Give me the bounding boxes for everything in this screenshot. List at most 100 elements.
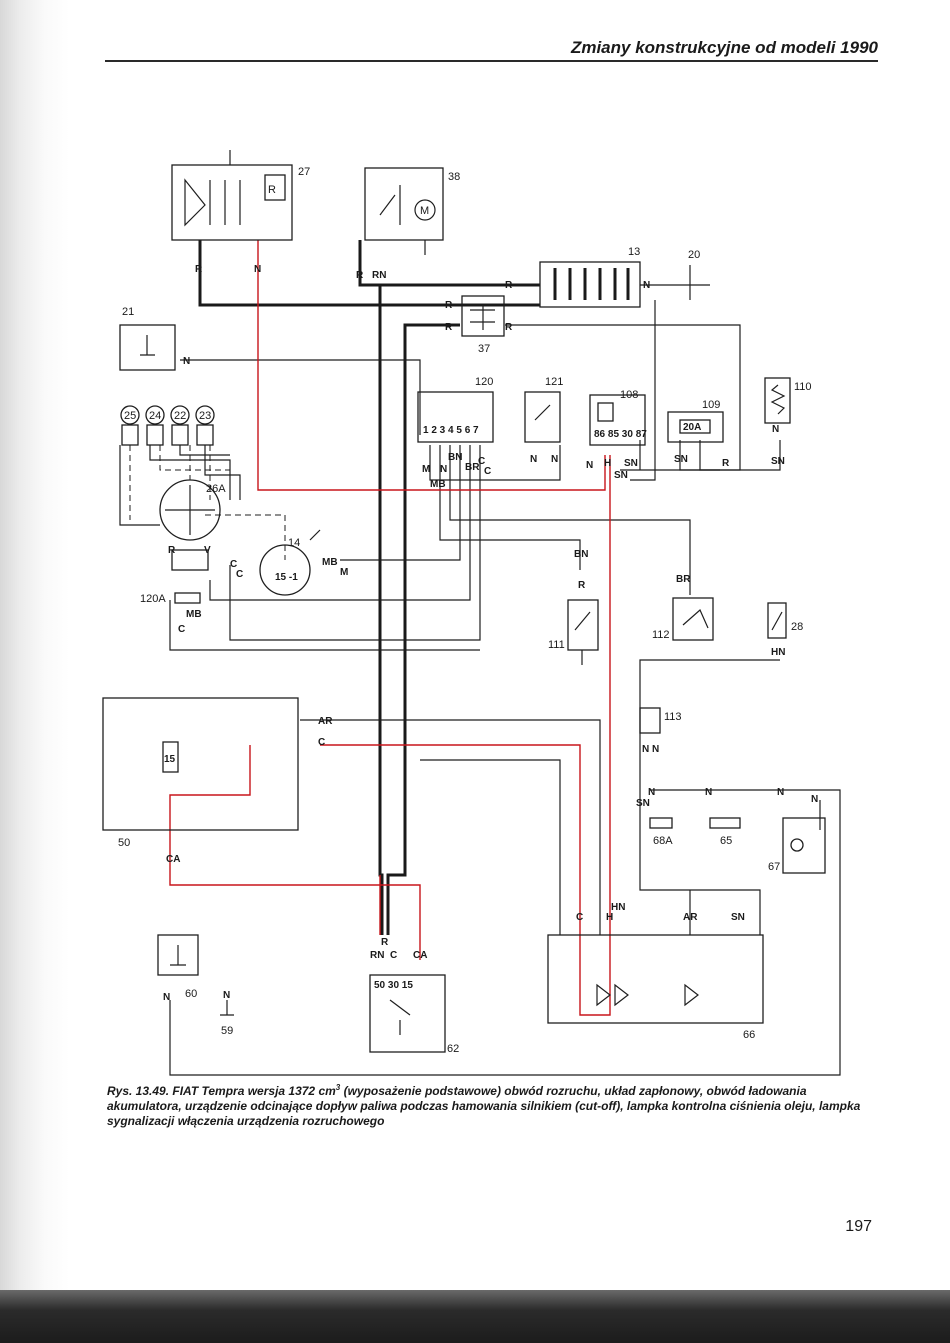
svg-text:V: V [204, 545, 211, 556]
relay-108: 108 86 85 30 87 [589, 389, 647, 446]
svg-text:M: M [420, 205, 429, 217]
svg-text:R: R [578, 580, 586, 591]
dashed-wires [129, 445, 286, 560]
battery-13: 13 [539, 246, 641, 308]
svg-text:N: N [811, 794, 818, 805]
caption-prefix: Rys. 13.49. [107, 1084, 170, 1098]
svg-text:28: 28 [791, 621, 803, 633]
svg-text:AR: AR [683, 912, 698, 923]
svg-text:109: 109 [702, 399, 720, 411]
svg-text:111: 111 [548, 639, 565, 651]
figure-caption: Rys. 13.49. FIAT Tempra wersja 1372 cm3 … [107, 1080, 877, 1129]
svg-text:65: 65 [720, 835, 732, 847]
svg-text:N: N [440, 464, 447, 475]
svg-text:C: C [318, 737, 325, 748]
instrument-panel-50: 15 50 [102, 697, 299, 849]
control-unit-120: 120 1 2 3 4 5 6 7 [417, 376, 494, 443]
ignition-switch-62: 50 30 15 62 [369, 974, 459, 1055]
svg-text:120: 120 [475, 376, 493, 388]
svg-text:N: N [648, 787, 655, 798]
svg-text:SN: SN [771, 456, 785, 467]
svg-text:N N: N N [642, 744, 659, 755]
svg-text:60: 60 [185, 988, 197, 1000]
ignition-coil-14: 14 15 -1 [259, 529, 321, 596]
svg-text:N: N [254, 264, 261, 275]
svg-text:R: R [356, 270, 364, 281]
running-header: Zmiany konstrukcyjne od modeli 1990 [570, 38, 878, 57]
sensor-112: 112 [652, 597, 714, 641]
svg-text:23: 23 [199, 410, 211, 422]
warning-lamps-66: 66 [547, 934, 764, 1041]
svg-text:59: 59 [221, 1025, 233, 1037]
switch-111: 111 [548, 599, 599, 665]
svg-text:H: H [606, 912, 613, 923]
svg-text:38: 38 [448, 171, 460, 183]
svg-text:C: C [390, 950, 397, 961]
svg-text:C: C [178, 624, 185, 635]
svg-text:N: N [163, 992, 170, 1003]
wire-label-set: R N R R N R N R R R N M N BN BR C C MB N … [163, 264, 818, 1003]
svg-text:SN: SN [731, 912, 745, 923]
svg-text:CA: CA [413, 950, 427, 961]
svg-text:50 30 15: 50 30 15 [374, 980, 413, 991]
svg-text:C: C [484, 466, 491, 477]
svg-text:SN: SN [674, 454, 688, 465]
svg-text:N: N [223, 990, 230, 1001]
header-rule [105, 60, 878, 62]
svg-text:N: N [586, 460, 593, 471]
svg-text:13: 13 [628, 246, 640, 258]
svg-text:AR: AR [318, 716, 333, 727]
svg-text:24: 24 [149, 410, 161, 422]
svg-text:50: 50 [118, 837, 130, 849]
svg-text:R: R [445, 300, 453, 311]
svg-text:R: R [195, 264, 203, 275]
svg-text:R: R [168, 545, 176, 556]
svg-text:R: R [381, 937, 389, 948]
svg-text:MB: MB [186, 609, 202, 620]
svg-text:1 2 3 4 5 6 7: 1 2 3 4 5 6 7 [423, 425, 479, 436]
signal-wires [119, 284, 841, 1076]
connectors-68A-65: 68A 65 [649, 817, 741, 847]
svg-text:120A: 120A [140, 593, 166, 605]
alternator-27: R 27 [171, 150, 310, 241]
caption-superscript: 3 [335, 1083, 341, 1092]
svg-text:C: C [576, 912, 583, 923]
svg-text:R: R [268, 184, 276, 196]
svg-text:25: 25 [124, 410, 136, 422]
svg-text:HN: HN [771, 647, 785, 658]
svg-text:CA: CA [166, 854, 180, 865]
svg-text:26A: 26A [206, 483, 226, 495]
ground-point-20: 20 [688, 249, 710, 300]
svg-text:86 85 30 87: 86 85 30 87 [594, 429, 647, 440]
svg-text:108: 108 [620, 389, 638, 401]
svg-text:21: 21 [122, 306, 134, 318]
svg-text:N: N [183, 356, 190, 367]
svg-text:121: 121 [545, 376, 563, 388]
caption-text-2: (wyposażenie podstawowe) obwód rozruchu,… [107, 1084, 861, 1128]
ground-59: 59 [220, 1000, 234, 1037]
svg-text:62: 62 [447, 1043, 459, 1055]
svg-text:112: 112 [652, 629, 670, 641]
svg-text:R: R [505, 322, 513, 333]
svg-text:MB: MB [322, 557, 338, 568]
svg-text:N: N [530, 454, 537, 465]
connector-21: 21 [119, 306, 176, 371]
svg-text:SN: SN [624, 458, 638, 469]
switch-28: 28 [767, 602, 803, 639]
svg-text:C: C [478, 456, 485, 467]
switch-121: 121 [524, 376, 563, 443]
svg-text:N: N [643, 280, 650, 291]
caption-text-1: FIAT Tempra wersja 1372 cm [169, 1084, 336, 1098]
svg-text:SN: SN [636, 798, 650, 809]
main-power-wires [198, 240, 540, 935]
junction-37: 37 [461, 295, 505, 355]
svg-text:BN: BN [448, 452, 462, 463]
svg-text:BR: BR [465, 462, 480, 473]
svg-text:R: R [445, 322, 453, 333]
svg-text:M: M [340, 567, 348, 578]
svg-text:C: C [236, 569, 243, 580]
svg-text:15 -1: 15 -1 [275, 572, 298, 583]
svg-text:R: R [505, 280, 513, 291]
svg-text:66: 66 [743, 1029, 755, 1041]
svg-text:C: C [230, 559, 237, 570]
